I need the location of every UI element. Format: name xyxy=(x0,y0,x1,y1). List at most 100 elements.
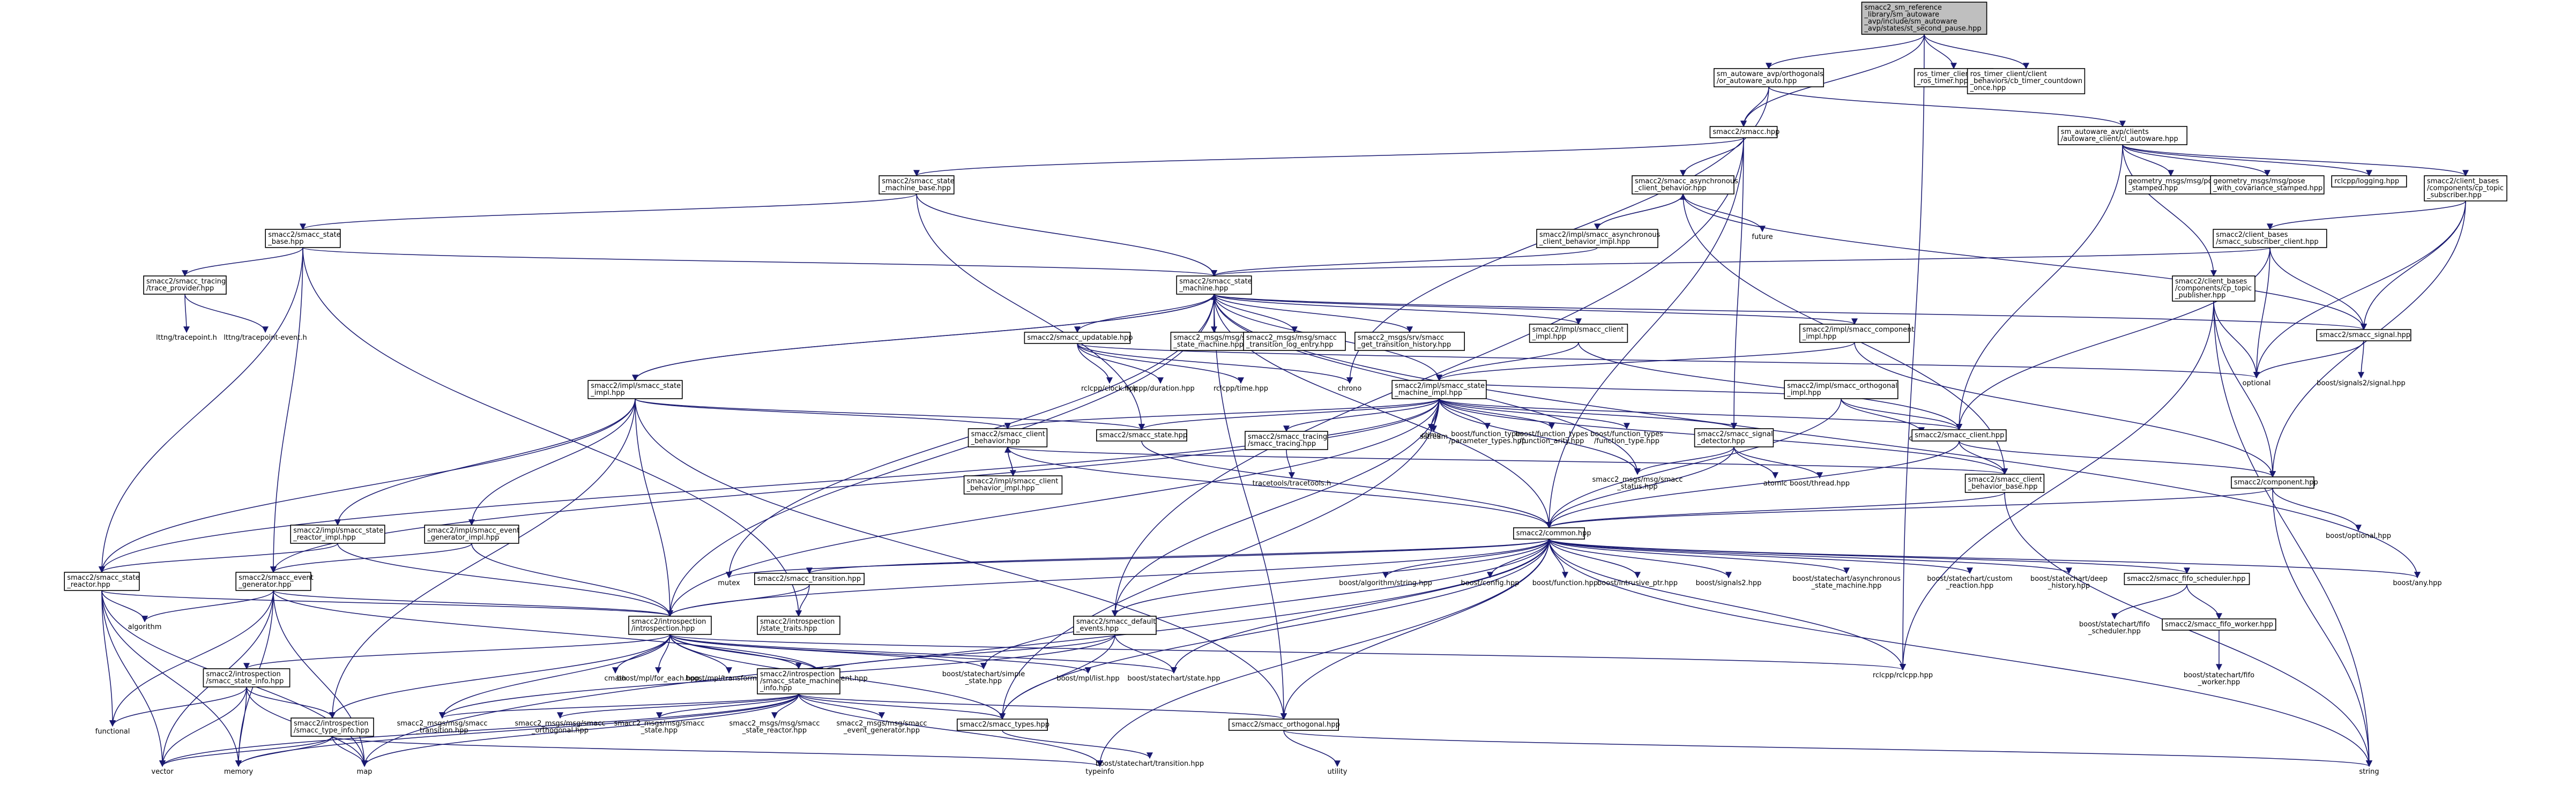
edge-statemachine-to-smorth xyxy=(1213,294,1287,720)
node-box xyxy=(2210,175,2325,195)
node-box xyxy=(1391,380,1487,399)
edge-fifosched-to-fifoworker xyxy=(2186,584,2222,620)
edge-evgen-to-functional xyxy=(109,590,274,727)
node-clbbase: smacc2/smacc_client_behavior_base.hpp xyxy=(1964,474,2045,493)
node-label: /introspection.hpp xyxy=(631,625,695,633)
edge-clienthpp-to-component xyxy=(1959,440,2276,478)
edge-introspection-to-bmpllist xyxy=(669,634,1091,674)
node-box xyxy=(2331,175,2407,188)
node-root: smacc2_sm_reference_library/sm_autoware_… xyxy=(1861,2,1987,35)
node-label: boost/statechart/state.hpp xyxy=(1127,675,1220,683)
edge-common-to-string xyxy=(1548,539,2372,767)
node-box xyxy=(757,616,840,635)
node-box xyxy=(2213,229,2327,248)
edge-subclient-to-optional xyxy=(2253,247,2270,379)
node-clbehavior: smacc2/smacc_client_behavior.hpp xyxy=(967,428,1048,447)
node-label: cmath xyxy=(604,675,626,683)
node-label: _state_reactor.hpp xyxy=(742,727,807,735)
edge-stateimpl-to-smorth xyxy=(635,398,1287,720)
node-box xyxy=(1536,229,1658,248)
node-label: smacc2/smacc_event xyxy=(239,574,314,582)
edge-clbimpl-to-clbehavior xyxy=(1004,446,1014,476)
node-evgen: smacc2/smacc_event_generator.hpp xyxy=(235,572,314,591)
edge-reactor-to-memory xyxy=(101,590,242,767)
node-label: _avp/states/st_second_pause.hpp xyxy=(1864,25,1981,33)
edge-common-to-bintr xyxy=(1548,539,1641,579)
edge-stateinfo-to-memory xyxy=(235,686,247,767)
node-label: _machine.hpp xyxy=(1179,285,1228,293)
edge-updatable-to-chrono xyxy=(1077,343,1353,384)
node-label: boost/statechart/fifo xyxy=(2079,620,2150,629)
node-label: smacc2/introspection xyxy=(631,618,706,626)
edge-statemachine-to-srvhist xyxy=(1213,294,1413,333)
edge-common-to-bscdeep xyxy=(1548,539,2072,574)
edge-egimpl-to-introspection xyxy=(471,543,673,617)
node-fifoworker: smacc2/smacc_fifo_worker.hpp xyxy=(2162,618,2276,631)
edge-clautoware-to-rclcpplog xyxy=(2122,144,2372,177)
node-label: /parameter_types.hpp xyxy=(1449,437,1526,445)
node-label: boost/statechart/simple xyxy=(942,670,1025,678)
edge-smacchpp-to-smbase xyxy=(913,137,1744,177)
edge-defevents-to-bscevent xyxy=(817,634,1115,674)
node-label: smacc2/smacc_asynchronous xyxy=(1635,177,1738,185)
node-label: boost/signals2.hpp xyxy=(1696,579,1762,587)
edge-smsminfo-to-typeinfostd xyxy=(798,693,1103,767)
edge-smsminfo-to-map xyxy=(361,693,799,767)
node-optional: optional xyxy=(2243,379,2271,387)
edge-clienthpp-to-common xyxy=(1546,440,1960,529)
node-label: ros_timer_client/cl xyxy=(1917,70,1981,78)
node-bscsimple: boost/statechart/simple_state.hpp xyxy=(942,670,1025,685)
node-box xyxy=(957,719,1048,731)
node-box xyxy=(1354,332,1465,351)
node-label: smacc2/impl/smacc_state xyxy=(591,382,681,390)
node-box xyxy=(1911,429,2007,442)
node-compimpl: smacc2/impl/smacc_component_impl.hpp xyxy=(1799,324,1914,343)
node-label: atomic xyxy=(1763,480,1787,488)
node-label: lttng/tracepoint.h xyxy=(156,334,217,342)
edge-smsminfo-to-smacctypes xyxy=(798,693,1006,720)
node-rcltime: rclcpp/time.hpp xyxy=(1213,385,1268,393)
edge-statemachine-to-common xyxy=(1213,294,1552,529)
node-async: smacc2/smacc_asynchronous_client_behavio… xyxy=(1632,175,1738,195)
node-label: /or_autoware_auto.hpp xyxy=(1717,77,1797,85)
edge-tracing-to-lttpev xyxy=(184,294,269,333)
edge-smimpl-to-defevents xyxy=(1112,398,1440,617)
node-label: smacc2_msgs/msg/smacc xyxy=(836,720,927,728)
node-utility: utility xyxy=(1328,768,1347,776)
edge-typeinfo-to-memory xyxy=(235,736,333,767)
node-box xyxy=(1170,332,1258,351)
edge-reactor-to-functional xyxy=(101,590,116,727)
edge-subclient-to-statemachine xyxy=(1211,247,2270,277)
edge-compimpl-to-smimpl xyxy=(1436,342,1855,382)
node-signal: smacc2/smacc_signal.hpp xyxy=(2316,329,2411,341)
edge-smsminfo-to-msgevgen xyxy=(798,693,885,719)
edge-smacchpp-to-defevents xyxy=(1112,137,1744,617)
node-component: smacc2/component.hpp xyxy=(2231,476,2318,489)
node-box xyxy=(64,572,140,591)
node-label: smacc2/smacc_updatable.hpp xyxy=(1027,334,1133,342)
edge-stateimpl-to-clbehavior xyxy=(635,398,1011,430)
edge-statebase-to-tracing xyxy=(182,247,303,277)
node-srimpl: smacc2/impl/smacc_state_reactor_impl.hpp xyxy=(290,525,385,544)
edge-statehpp-to-common xyxy=(1141,440,1552,529)
node-label: /smacc_type_info.hpp xyxy=(294,727,369,735)
node-label: smacc2/smacc_transition.hpp xyxy=(757,575,861,583)
node-label: _once.hpp xyxy=(1970,84,2006,92)
node-box xyxy=(1529,324,1628,343)
edge-evgen-to-map xyxy=(273,590,368,767)
node-label: vector xyxy=(151,768,174,776)
node-tracing: smacc2/smacc_tracing/trace_provider.hpp xyxy=(143,275,227,295)
node-label: ctime xyxy=(1421,431,1441,439)
node-box xyxy=(2172,275,2255,302)
node-balgo: boost/algorithm/string.hpp xyxy=(1339,579,1432,587)
node-box xyxy=(1245,431,1328,450)
edge-statebase-to-statemachine xyxy=(302,247,1217,277)
node-label: rclcpp/logging.hpp xyxy=(2334,177,2399,185)
node-label: smacc2_msgs/msg/smacc xyxy=(1592,476,1682,484)
edge-cptopicpub-to-string xyxy=(2213,301,2372,767)
node-box xyxy=(2125,175,2217,195)
edge-component-to-boptional xyxy=(2272,488,2362,532)
edge-smsminfo-to-msgtrans xyxy=(439,693,799,719)
edge-subclient-to-clienthpp xyxy=(1956,247,2270,431)
edge-smsminfo-to-msgstate xyxy=(656,693,799,719)
